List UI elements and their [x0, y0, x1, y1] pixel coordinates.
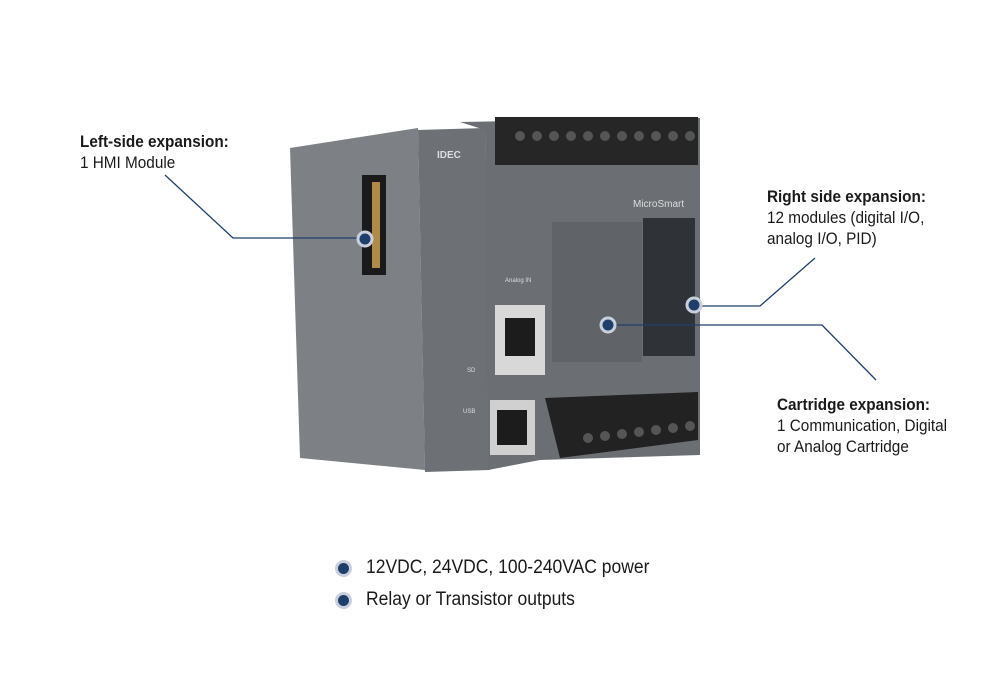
- cartridge-line1: 1 Communication, Digital: [777, 416, 948, 435]
- cartridge-leader-line: [608, 324, 877, 381]
- left-expansion-marker: [356, 230, 374, 248]
- status-led-panel: [643, 218, 695, 356]
- cartridge-line2: or Analog Cartridge: [777, 437, 909, 456]
- right-expansion-leader-line: [694, 257, 816, 307]
- right-expansion-marker: [685, 296, 703, 314]
- cartridge-callout: Cartridge expansion: 1 Communication, Di…: [777, 394, 947, 457]
- idec-logo: IDEC: [437, 150, 461, 161]
- sd-label: SD: [467, 368, 476, 374]
- analog-in-label: Analog IN: [505, 278, 531, 284]
- cartridge-title: Cartridge expansion:: [777, 395, 931, 414]
- usb-label: USB: [463, 409, 475, 415]
- left-expansion-callout: Left-side expansion: 1 HMI Module: [80, 131, 229, 173]
- left-expansion-leader-line: [164, 174, 365, 239]
- feature-list: 12VDC, 24VDC, 100-240VAC power Relay or …: [338, 552, 674, 616]
- plc-device-image: IDEC MicroSmart Analog IN SD USB: [290, 117, 700, 472]
- microsmart-logo: MicroSmart: [633, 199, 684, 210]
- hmi-side-panel: [290, 128, 425, 470]
- left-expansion-title: Left-side expansion:: [80, 132, 229, 151]
- feature-item: Relay or Transistor outputs: [338, 584, 674, 616]
- right-expansion-line2: analog I/O, PID): [767, 229, 877, 248]
- left-expansion-text: 1 HMI Module: [80, 153, 176, 172]
- right-expansion-line1: 12 modules (digital I/O,: [767, 208, 925, 227]
- right-expansion-title: Right side expansion:: [767, 187, 926, 206]
- bottom-terminal-block: [545, 392, 698, 458]
- cartridge-marker: [599, 316, 617, 334]
- right-expansion-callout: Right side expansion: 12 modules (digita…: [767, 186, 926, 249]
- cartridge-cover: [552, 222, 642, 362]
- bullet-icon: [338, 594, 349, 606]
- top-terminal-block: [495, 117, 698, 165]
- feature-item: 12VDC, 24VDC, 100-240VAC power: [338, 552, 674, 584]
- bullet-icon: [338, 562, 349, 574]
